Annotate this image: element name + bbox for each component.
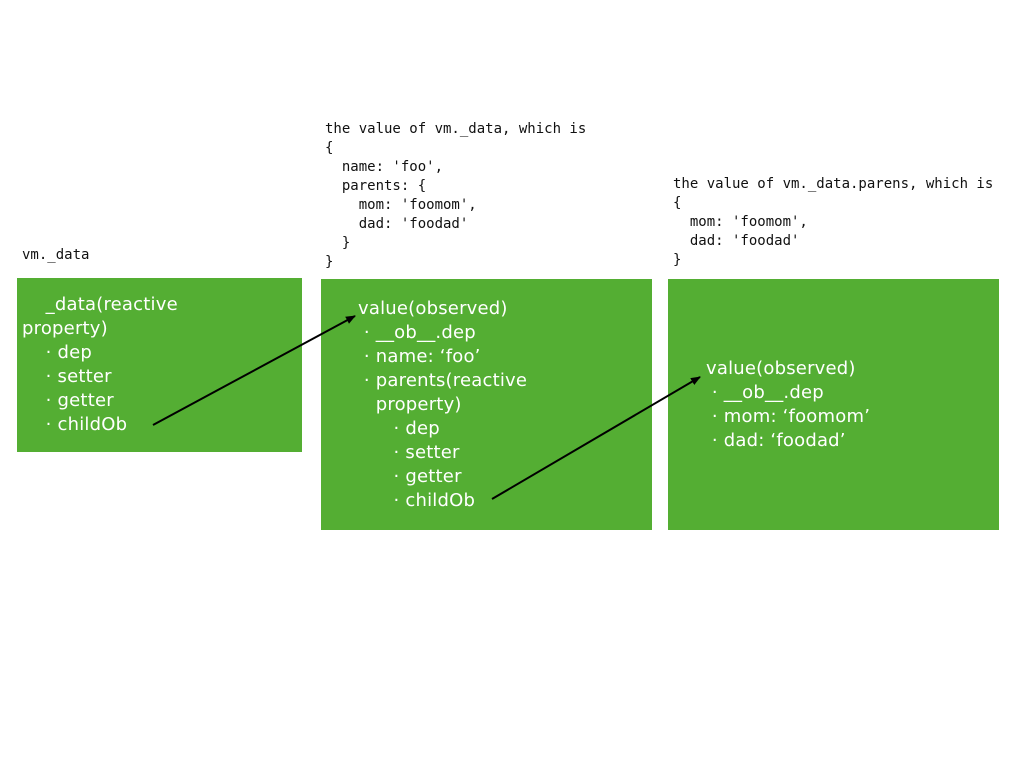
- vm-data-label: vm._data: [22, 247, 90, 263]
- parents-value-box-text: value(observed) · __ob__.dep · mom: ‘foo…: [706, 358, 871, 451]
- parents-value-label: the value of vm._data.parens, which is {…: [673, 176, 994, 268]
- vm-data-box-text: _data(reactive property) · dep · setter …: [22, 294, 178, 435]
- data-value-box: value(observed) · __ob__.dep · name: ‘fo…: [321, 279, 652, 530]
- data-value-label: the value of vm._data, which is { name: …: [325, 121, 587, 270]
- data-value-box-text: value(observed) · __ob__.dep · name: ‘fo…: [358, 298, 528, 511]
- parents-value-box: value(observed) · __ob__.dep · mom: ‘foo…: [668, 279, 999, 530]
- vm-data-box: _data(reactive property) · dep · setter …: [17, 278, 302, 452]
